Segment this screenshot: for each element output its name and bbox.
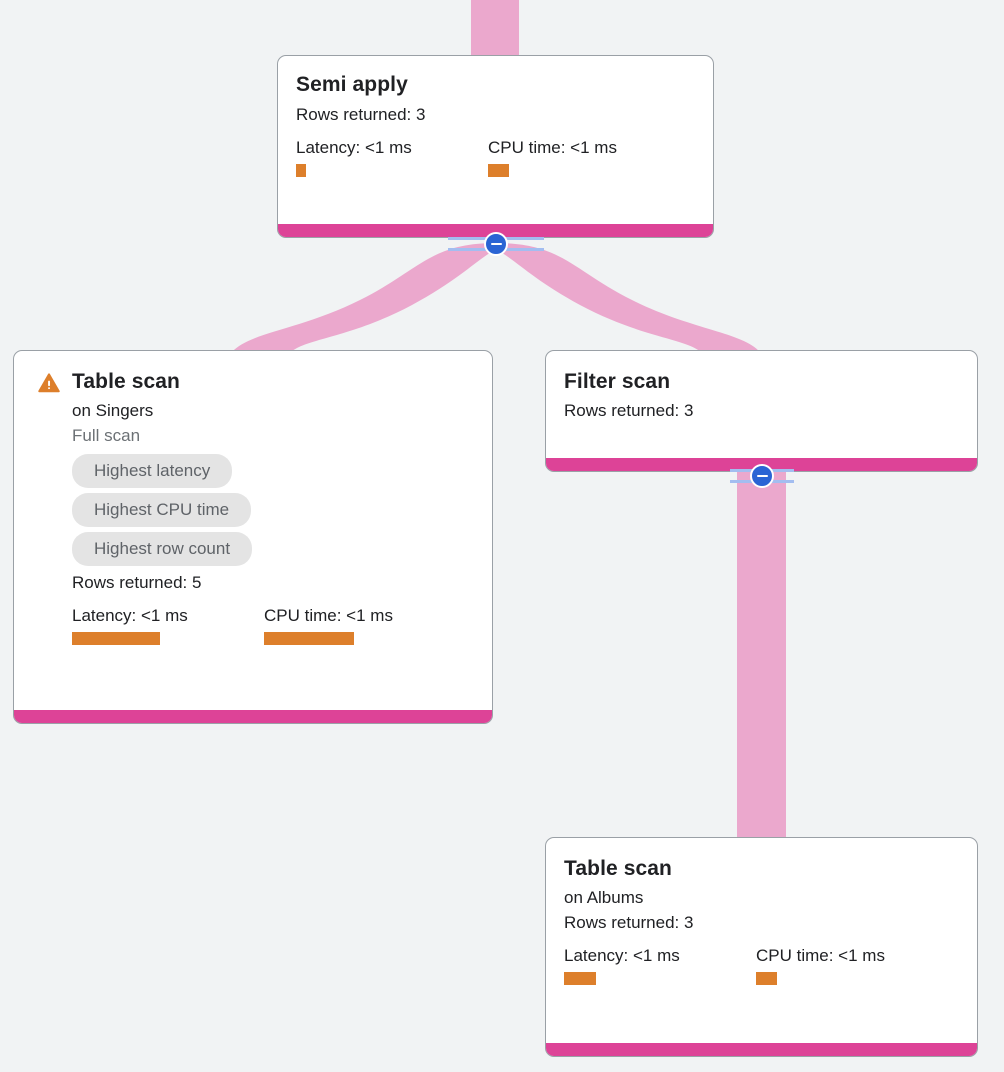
node-table-scan-singers-body: Table scan on Singers Full scan Highest … xyxy=(14,351,492,710)
node-table-scan-albums[interactable]: Table scan on Albums Rows returned: 3 La… xyxy=(545,837,978,1057)
node-filter-scan[interactable]: Filter scan Rows returned: 3 xyxy=(545,350,978,472)
node-table-scan-albums-header: Table scan xyxy=(564,856,959,882)
edge-semi-apply-to-filter-scan xyxy=(492,243,760,352)
warning-triangle-icon xyxy=(38,373,60,393)
metric-cpu-time: CPU time: <1 ms xyxy=(264,604,393,645)
node-accent-bar xyxy=(546,1043,977,1056)
metric-latency-bar xyxy=(296,164,306,177)
node-table-scan-singers-header: Table scan xyxy=(38,369,474,395)
chip-highest-cpu-time[interactable]: Highest CPU time xyxy=(72,493,252,527)
toggle-semi-apply[interactable] xyxy=(448,231,544,257)
node-note: Full scan xyxy=(72,426,141,445)
chip-highest-latency[interactable]: Highest latency xyxy=(72,454,233,488)
node-semi-apply-header: Semi apply xyxy=(296,72,695,98)
node-rows-returned: Rows returned: 3 xyxy=(564,913,694,932)
metric-cpu-time-bar xyxy=(488,164,509,177)
node-chip-list: Highest latency Highest CPU time Highest… xyxy=(72,454,474,566)
metric-latency-label: Latency: <1 ms xyxy=(564,946,680,965)
node-accent-bar xyxy=(278,224,713,237)
node-accent-bar xyxy=(14,710,492,723)
metric-latency-label: Latency: <1 ms xyxy=(296,138,412,157)
metric-latency: Latency: <1 ms xyxy=(72,604,264,645)
metric-cpu-time-bar xyxy=(264,632,354,645)
node-rows-returned: Rows returned: 5 xyxy=(72,573,202,592)
collapse-minus-icon[interactable] xyxy=(750,464,774,488)
node-semi-apply-body: Semi apply Rows returned: 3 Latency: <1 … xyxy=(278,56,713,224)
chip-highest-row-count[interactable]: Highest row count xyxy=(72,532,253,566)
node-title: Filter scan xyxy=(564,370,671,393)
edge-filter-scan-to-table-scan-albums xyxy=(737,470,786,838)
node-subtitle: on Albums xyxy=(564,888,644,907)
node-metrics: Latency: <1 ms CPU time: <1 ms xyxy=(296,136,695,177)
node-metrics: Latency: <1 ms CPU time: <1 ms xyxy=(72,604,474,645)
edge-semi-apply-to-table-scan-singers xyxy=(232,243,500,352)
node-rows-returned: Rows returned: 3 xyxy=(564,401,694,420)
metric-cpu-time-label: CPU time: <1 ms xyxy=(264,606,393,625)
node-table-scan-albums-body: Table scan on Albums Rows returned: 3 La… xyxy=(546,838,977,1043)
metric-latency: Latency: <1 ms xyxy=(564,944,756,985)
node-filter-scan-header: Filter scan xyxy=(564,369,959,395)
metric-latency-label: Latency: <1 ms xyxy=(72,606,188,625)
node-subtitle: on Singers xyxy=(72,401,154,420)
node-rows-returned: Rows returned: 3 xyxy=(296,105,426,124)
metric-cpu-time: CPU time: <1 ms xyxy=(488,136,617,177)
node-title: Semi apply xyxy=(296,73,408,96)
metric-cpu-time-bar xyxy=(756,972,777,985)
node-filter-scan-body: Filter scan Rows returned: 3 xyxy=(546,351,977,458)
metric-cpu-time-label: CPU time: <1 ms xyxy=(488,138,617,157)
metric-cpu-time: CPU time: <1 ms xyxy=(756,944,885,985)
node-semi-apply[interactable]: Semi apply Rows returned: 3 Latency: <1 … xyxy=(277,55,714,238)
node-title: Table scan xyxy=(564,857,672,880)
node-table-scan-singers[interactable]: Table scan on Singers Full scan Highest … xyxy=(13,350,493,724)
metric-cpu-time-label: CPU time: <1 ms xyxy=(756,946,885,965)
collapse-minus-icon[interactable] xyxy=(484,232,508,256)
node-title: Table scan xyxy=(72,370,180,393)
metric-latency-bar xyxy=(72,632,160,645)
edge-into-semi-apply xyxy=(471,0,519,58)
node-metrics: Latency: <1 ms CPU time: <1 ms xyxy=(564,944,959,985)
metric-latency: Latency: <1 ms xyxy=(296,136,488,177)
metric-latency-bar xyxy=(564,972,596,985)
toggle-filter-scan[interactable] xyxy=(714,463,810,489)
